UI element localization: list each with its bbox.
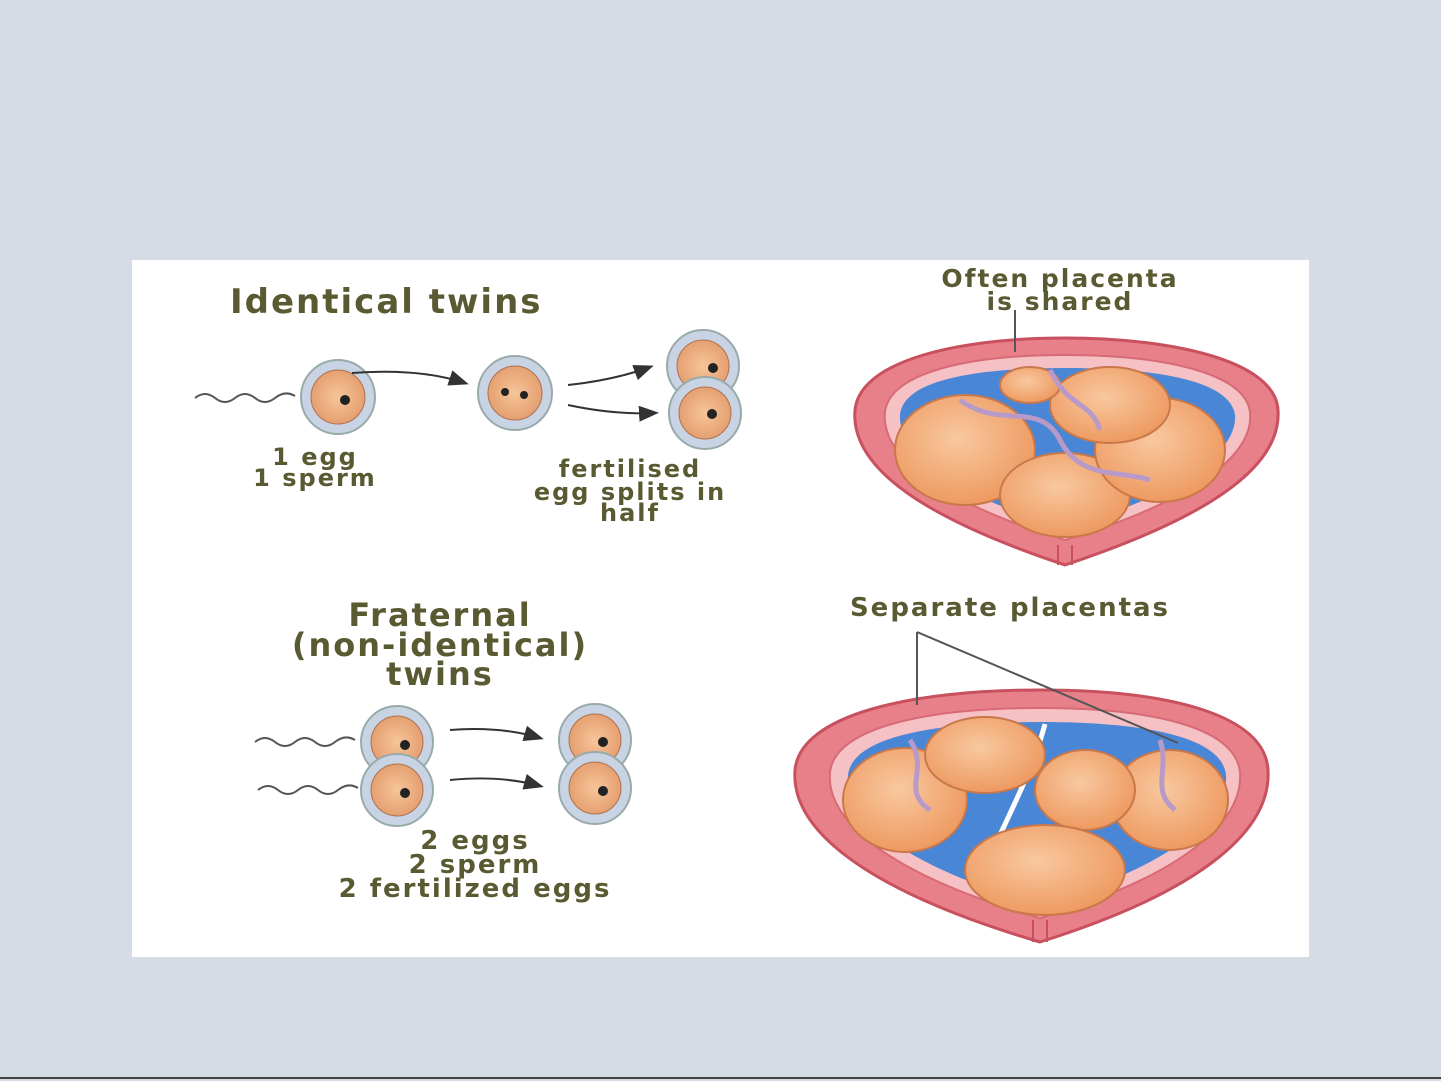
identical-title: Identical twins xyxy=(230,282,730,322)
identical-fertilised-egg xyxy=(478,356,552,430)
fraternal-sperm-top xyxy=(255,737,355,746)
arrow-fraternal-bottom xyxy=(450,778,540,786)
identical-half-egg-bottom xyxy=(669,377,741,449)
identical-egg xyxy=(301,360,375,434)
fraternal-egg-label-line3: 2 fertilized eggs xyxy=(240,874,710,904)
arrow-split-top xyxy=(568,367,650,385)
identical-womb xyxy=(855,310,1278,565)
fraternal-womb xyxy=(795,632,1268,942)
bottom-edge-line xyxy=(0,1077,1441,1079)
fraternal-egg-bottom xyxy=(361,754,433,826)
identical-egg-label-line2: 1 sperm xyxy=(205,464,425,492)
fraternal-sperm-bottom xyxy=(258,785,358,794)
arrow-fraternal-top xyxy=(450,729,540,738)
fraternal-fertilised-egg-bottom xyxy=(559,752,631,824)
identical-sperm xyxy=(195,393,295,402)
fraternal-placenta-label: Separate placentas xyxy=(730,593,1290,623)
fraternal-title-line3: twins xyxy=(180,655,700,693)
arrow-split-bottom xyxy=(568,405,655,413)
identical-split-label-line3: half xyxy=(475,499,785,527)
identical-placenta-label-line2: is shared xyxy=(850,287,1270,316)
